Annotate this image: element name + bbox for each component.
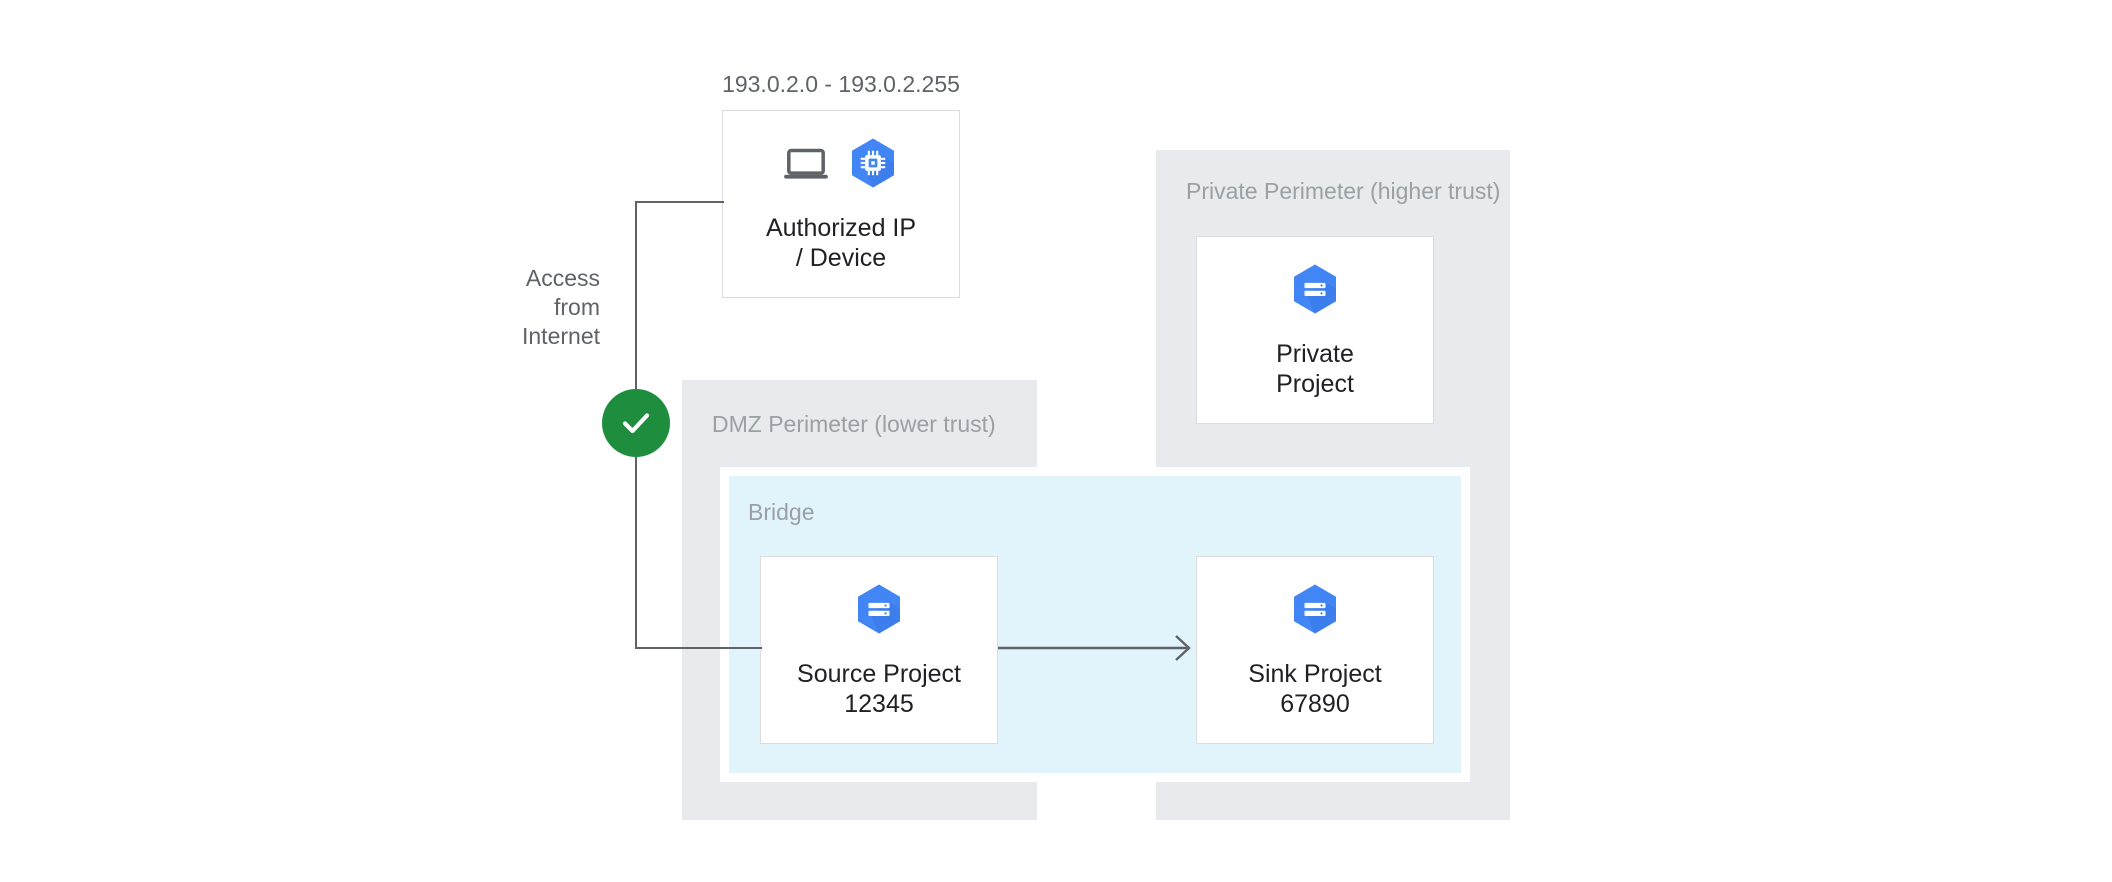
connector-segment-bottom — [636, 647, 762, 649]
check-icon — [622, 413, 650, 434]
arrow-right-icon — [1175, 635, 1191, 661]
gcp-project-icon — [1287, 261, 1343, 317]
access-allowed-badge — [602, 389, 670, 457]
node-sink-project[interactable]: Sink Project 67890 — [1196, 556, 1434, 744]
bridge-label: Bridge — [748, 499, 815, 525]
node-sink-project-title: Sink Project 67890 — [1248, 660, 1382, 718]
ip-range-label: 193.0.2.0 - 193.0.2.255 — [722, 71, 960, 97]
node-source-project-icons — [851, 581, 907, 637]
gcp-project-icon — [1287, 581, 1343, 637]
gcp-project-icon — [851, 581, 907, 637]
node-private-project-icons — [1287, 261, 1343, 317]
compute-engine-icon — [845, 135, 901, 191]
node-private-project[interactable]: Private Project — [1196, 236, 1434, 424]
perimeter-private-label: Private Perimeter (higher trust) — [1186, 178, 1501, 204]
connector-segment-top — [636, 201, 724, 203]
node-private-project-title: Private Project — [1276, 340, 1354, 398]
laptop-icon — [781, 138, 831, 188]
node-source-project-title: Source Project 12345 — [797, 660, 961, 718]
node-source-project[interactable]: Source Project 12345 — [760, 556, 998, 744]
node-sink-project-icons — [1287, 581, 1343, 637]
access-from-internet-label: Access from Internet — [522, 265, 600, 349]
node-authorized-ip-device[interactable]: Authorized IP / Device — [722, 110, 960, 298]
connector-source-to-sink — [998, 635, 1191, 661]
perimeter-dmz-label: DMZ Perimeter (lower trust) — [712, 411, 996, 437]
node-authorized-ip-device-title: Authorized IP / Device — [765, 214, 917, 272]
node-authorized-ip-device-icons — [781, 135, 901, 191]
